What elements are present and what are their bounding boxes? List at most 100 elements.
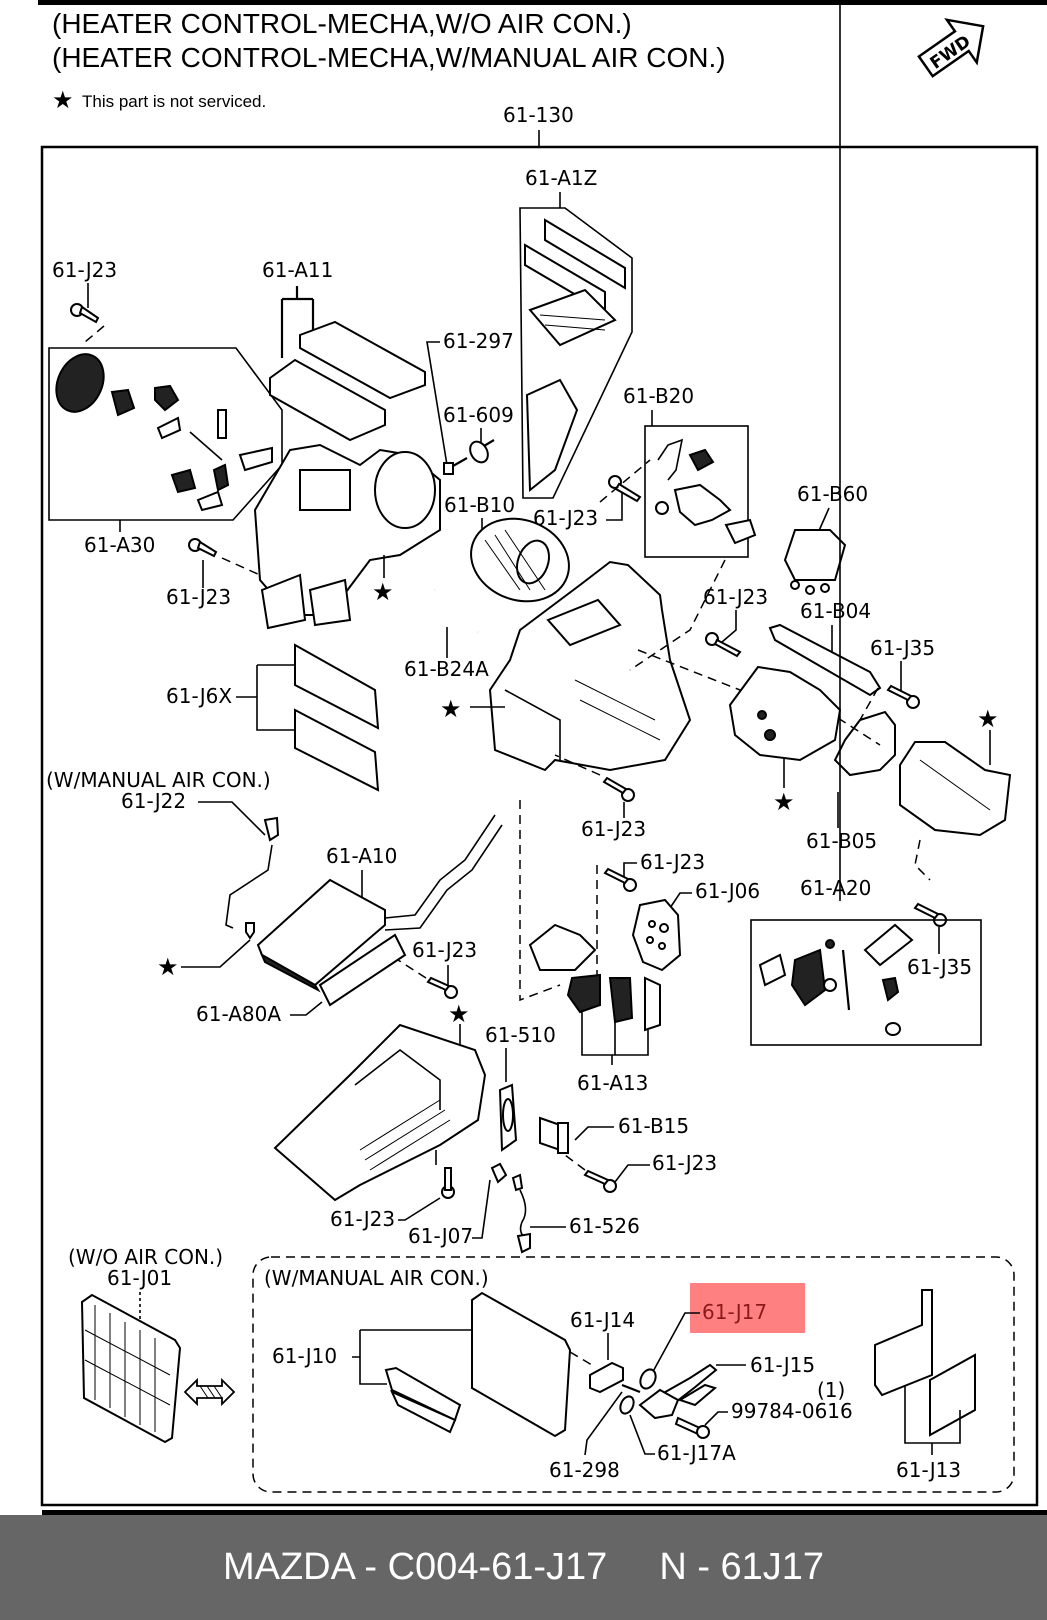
screw-icon (602, 776, 635, 802)
part-number-footer: MAZDA - C004-61-J17 N - 61J17 (0, 1515, 1047, 1620)
part-61-B60 (783, 529, 847, 595)
part-61-J13 (874, 1289, 976, 1437)
legend-star-icon: ★ (52, 87, 74, 114)
label-61-J23-a30: 61-J23 (166, 585, 231, 609)
label-61-J17A: 61-J17A (657, 1441, 736, 1465)
label-61-J23-b15: 61-J23 (652, 1151, 717, 1175)
screw-icon (913, 902, 947, 927)
label-61-J23-case: 61-J23 (330, 1207, 395, 1231)
label-61-J06: 61-J06 (695, 879, 760, 903)
title-line-1: (HEATER CONTROL-MECHA,W/O AIR CON.) (52, 8, 632, 39)
not-serviced-star-icon: ★ (773, 788, 795, 816)
assembly-frame (40, 145, 1039, 1507)
label-61-B10: 61-B10 (444, 493, 515, 517)
label-99784-0616: 99784-0616 (731, 1399, 853, 1423)
not-serviced-star-icon: ★ (448, 1000, 470, 1028)
label-61-J6X: 61-J6X (166, 684, 232, 708)
part-lower-case (273, 1023, 487, 1202)
screw-icon (426, 976, 458, 999)
label-61-A13: 61-A13 (577, 1071, 648, 1095)
footer-ref-number: N - 61J17 (659, 1546, 825, 1588)
part-61-609 (469, 439, 495, 464)
part-61-B05 (833, 710, 896, 777)
label-61-510: 61-510 (485, 1023, 556, 1047)
label-61-J23-j06: 61-J23 (640, 850, 705, 874)
part-61-A30 (55, 353, 273, 512)
a1z-group-outline (519, 207, 633, 499)
part-61-J10 (384, 1291, 572, 1438)
label-qty-note: (1) (817, 1378, 845, 1402)
not-serviced-star-icon: ★ (440, 695, 462, 723)
legend-text: This part is not serviced. (82, 92, 266, 111)
label-61-609: 61-609 (443, 403, 514, 427)
label-61-J10: 61-J10 (272, 1344, 337, 1368)
part-61-J07 (490, 1162, 508, 1184)
part-61-J01 (80, 1293, 182, 1444)
label-61-J14: 61-J14 (570, 1308, 635, 1332)
part-61-297 (443, 457, 468, 475)
manual-air-con-box (252, 1256, 1015, 1493)
label-61-J23-mid: 61-J23 (581, 817, 646, 841)
label-manual-air-con-box-title: (W/MANUAL AIR CON.) (264, 1266, 489, 1290)
part-61-A1Z (524, 218, 626, 493)
part-61-A13 (528, 923, 661, 1032)
part-61-B20 (655, 438, 757, 545)
label-61-298: 61-298 (549, 1458, 620, 1482)
part-61-J14 (589, 1361, 624, 1394)
label-61-A11: 61-A11 (262, 258, 333, 282)
screw-icon (188, 538, 218, 558)
label-61-A1Z: 61-A1Z (525, 166, 597, 190)
not-serviced-star-icon: ★ (157, 953, 179, 981)
label-61-J23-top-left: 61-J23 (52, 258, 117, 282)
label-61-J17: 61-J17 (702, 1300, 767, 1324)
label-61-J13: 61-J13 (896, 1458, 961, 1482)
label-61-B05: 61-B05 (806, 829, 877, 853)
label-61-A30: 61-A30 (84, 533, 155, 557)
screw-icon (70, 303, 100, 324)
parts-diagram: (HEATER CONTROL-MECHA,W/O AIR CON.) (HEA… (38, 0, 1047, 1515)
part-61-A10 (256, 814, 503, 1007)
part-duct-right (899, 741, 1012, 837)
part-61-B24A (428, 588, 480, 634)
part-61-J17 (639, 1368, 657, 1390)
interchangeable-arrow-icon (183, 1377, 236, 1407)
part-61-J6X (294, 643, 380, 792)
part-61-526 (511, 1173, 531, 1254)
a20-group-outline (750, 919, 982, 1046)
part-61-J22 (225, 816, 280, 940)
part-61-B15 (539, 1116, 569, 1154)
fwd-arrow-icon: FWD (917, 18, 985, 78)
label-61-J22: 61-J22 (121, 789, 186, 813)
part-61-510 (498, 1083, 518, 1152)
label-61-B20: 61-B20 (623, 384, 694, 408)
part-61-298 (621, 1383, 641, 1394)
label-61-B15: 61-B15 (618, 1114, 689, 1138)
label-61-J07: 61-J07 (408, 1224, 473, 1248)
label-manual-air-con-note: (W/MANUAL AIR CON.) (46, 768, 271, 792)
label-61-J23-b04: 61-J23 (703, 585, 768, 609)
label-61-B04: 61-B04 (800, 599, 871, 623)
part-61-B10 (470, 517, 570, 603)
label-61-B60: 61-B60 (797, 482, 868, 506)
label-61-J35-bottom: 61-J35 (907, 955, 972, 979)
label-wo-air-con-note: (W/O AIR CON.) (68, 1245, 223, 1269)
part-61-J15 (638, 1363, 718, 1420)
label-61-A20: 61-A20 (800, 876, 871, 900)
highlight-61-J17 (690, 1283, 805, 1333)
b20-group-outline (644, 425, 749, 558)
label-61-297: 61-297 (443, 329, 514, 353)
footer-brand-part-number: MAZDA - C004-61-J17 (222, 1546, 608, 1588)
part-99784-0616 (674, 1416, 710, 1439)
screw-icon (441, 1167, 455, 1199)
part-61-A11 (269, 320, 426, 442)
label-61-J01: 61-J01 (107, 1266, 172, 1290)
screw-icon (886, 684, 920, 709)
part-61-J17A (619, 1395, 635, 1415)
part-blower-case (488, 560, 692, 772)
bottom-border (42, 1510, 1047, 1515)
part-heater-case-upper (253, 443, 441, 630)
label-61-130: 61-130 (503, 103, 574, 127)
part-61-J06 (631, 898, 682, 972)
label-61-A10: 61-A10 (326, 844, 397, 868)
title-line-2: (HEATER CONTROL-MECHA,W/MANUAL AIR CON.) (52, 42, 726, 73)
